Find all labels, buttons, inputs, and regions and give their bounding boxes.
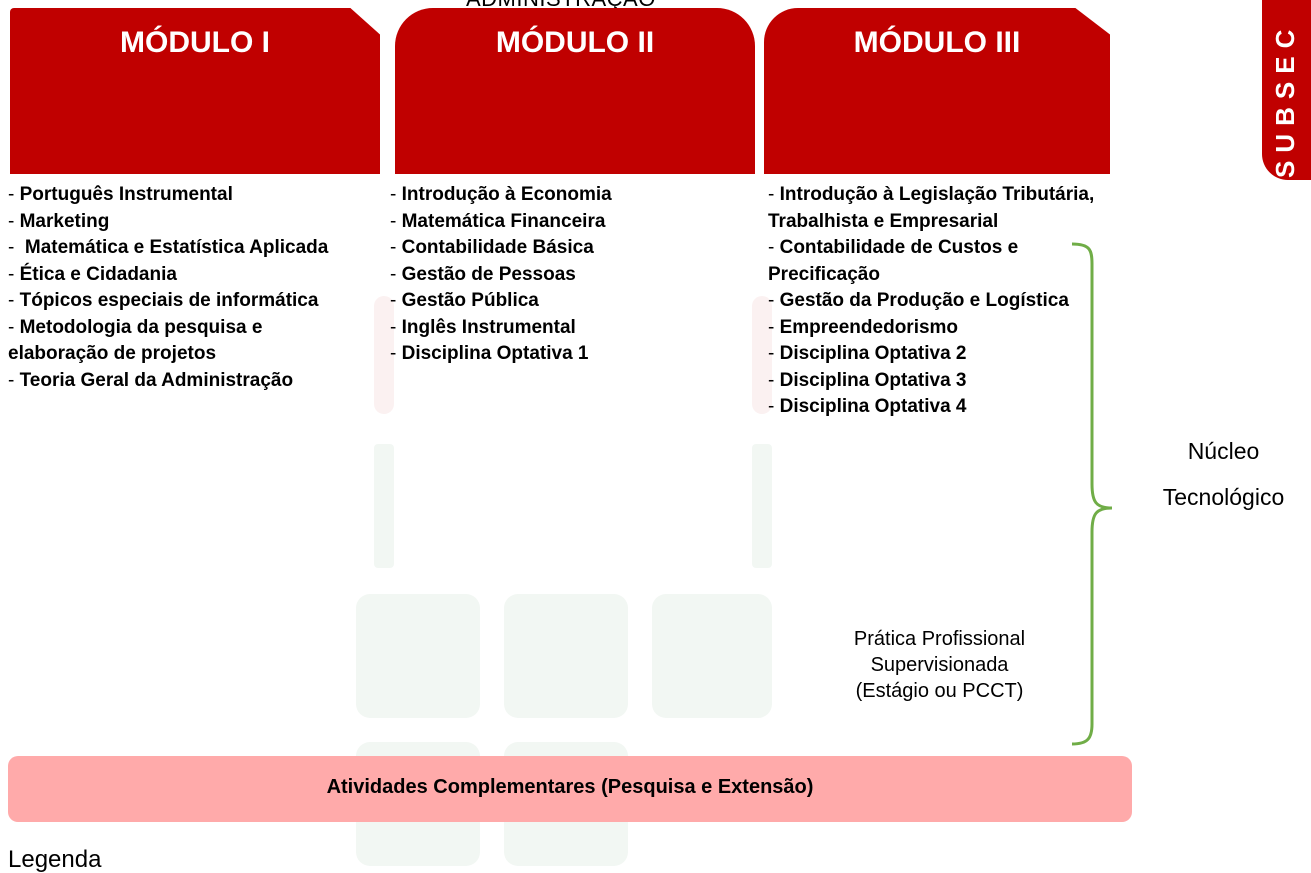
list-item: - Ética e Cidadania [8, 263, 177, 285]
nucleo-bracket [1071, 242, 1113, 746]
nucleo-tecnologico-label: Núcleo Tecnológico [1136, 428, 1311, 520]
module-2-header: MÓDULO II [395, 8, 755, 174]
watermark-green-bar [374, 444, 394, 568]
list-item: - Português Instrumental [8, 184, 233, 205]
module-1-header: MÓDULO I [10, 8, 380, 174]
module-3-title: MÓDULO III [853, 26, 1021, 59]
list-item: - Contabilidade Básica [390, 237, 594, 258]
side-badge [1262, 0, 1311, 180]
legenda-label: Legenda [8, 846, 102, 873]
list-item: - Contabilidade de Custos e Precificação [768, 237, 1019, 285]
watermark-red-shape [752, 296, 772, 414]
nucleo-label-line1: Núcleo [1187, 438, 1260, 464]
side-badge-text: SUBSEC [1270, 21, 1300, 178]
list-item: - Disciplina Optativa 2 [768, 343, 967, 364]
list-item: - Marketing [8, 210, 110, 232]
module-2-subject-list: - Introdução à Economia - Matemática Fin… [390, 182, 720, 368]
watermark-square [356, 594, 480, 718]
module-1-subject-list: - Português Instrumental - Marketing - M… [8, 182, 348, 394]
list-item: - Matemática e Estatística Aplicada [8, 237, 329, 258]
watermark-red-shape [374, 296, 394, 414]
module-3-subject-list: - Introdução à Legislação Tributária, Tr… [768, 182, 1098, 421]
list-item: - Empreendedorismo [768, 316, 959, 338]
nucleo-label-line2: Tecnológico [1162, 484, 1285, 510]
module-3-header: MÓDULO III [764, 8, 1110, 174]
module-1-title: MÓDULO I [120, 26, 270, 59]
list-item: - Gestão Pública [390, 290, 539, 311]
list-item: - Inglês Instrumental [390, 316, 576, 338]
watermark-square [504, 594, 628, 718]
module-2-title: MÓDULO II [495, 26, 655, 59]
pratica-profissional-label: Prática Profissional Supervisionada (Est… [853, 628, 1026, 702]
list-item: - Teoria Geral da Administração [8, 369, 294, 391]
list-item: - Matemática Financeira [390, 210, 606, 232]
list-item: - Introdução à Legislação Tributária, Tr… [768, 184, 1095, 232]
list-item: - Disciplina Optativa 4 [768, 396, 967, 417]
list-item: - Gestão da Produção e Logística [768, 290, 1069, 311]
list-item: - Introdução à Economia [390, 184, 612, 205]
course-title: ADMINISTRAÇÃO [466, 0, 656, 12]
atividades-complementares-bar: Atividades Complementares (Pesquisa e Ex… [8, 756, 1132, 822]
list-item: - Tópicos especiais de informática [8, 290, 319, 311]
watermark-square [652, 594, 772, 718]
list-item: - Metodologia da pesquisa e elaboração d… [8, 316, 263, 365]
list-item: - Disciplina Optativa 3 [768, 369, 967, 391]
watermark-green-bar [752, 444, 772, 568]
list-item: - Gestão de Pessoas [390, 263, 576, 285]
list-item: - Disciplina Optativa 1 [390, 343, 589, 364]
atividades-label: Atividades Complementares (Pesquisa e Ex… [326, 776, 814, 798]
